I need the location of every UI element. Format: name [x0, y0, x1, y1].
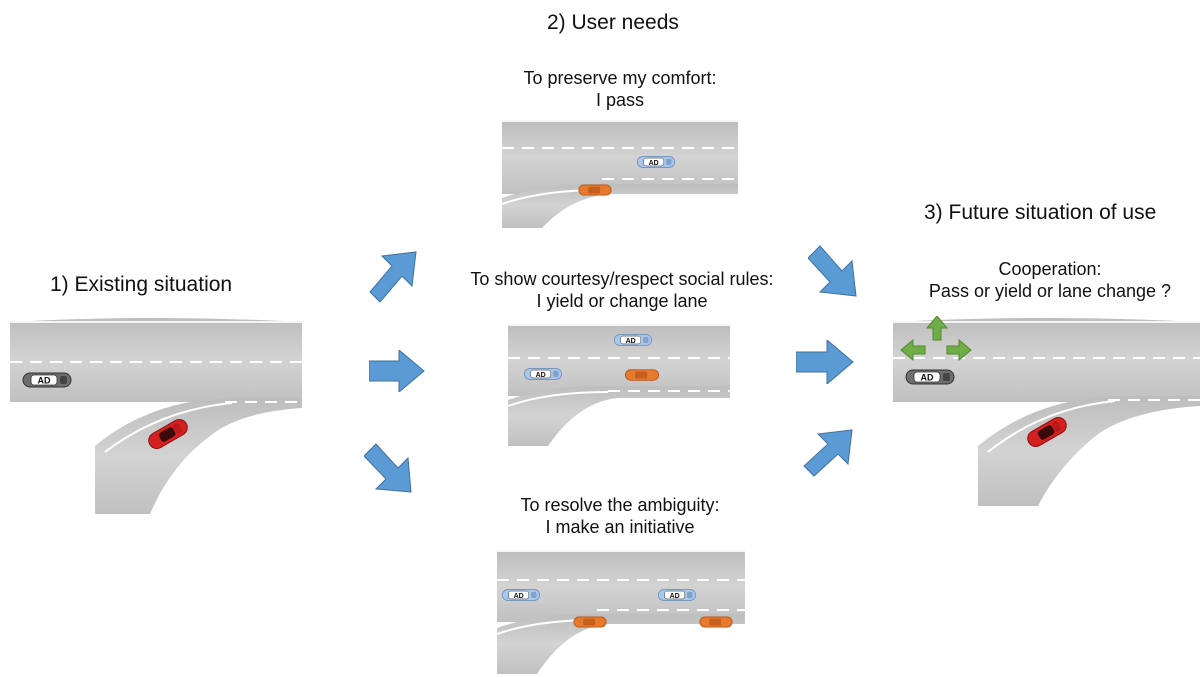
need-courtesy-caption: To show courtesy/respect social rules: I… [436, 268, 808, 312]
existing-situation-title: 1) Existing situation [50, 273, 233, 296]
future-caption-line1: Cooperation: [998, 259, 1102, 279]
left-arrow-icon [900, 338, 926, 362]
ad-vehicle [636, 156, 676, 168]
merge-ramp [508, 386, 730, 446]
up-arrow-icon [925, 316, 949, 341]
need-initiative-caption: To resolve the ambiguity: I make an init… [480, 494, 760, 538]
merging-car-right [699, 616, 733, 628]
main-road [502, 120, 738, 194]
need-comfort-caption: To preserve my comfort: I pass [490, 67, 750, 111]
merging-car [624, 369, 660, 381]
arrow-up-right-icon [369, 251, 417, 303]
future-situation-panel [893, 316, 1200, 506]
future-caption-line2: Pass or yield or lane change ? [928, 281, 1172, 301]
need-comfort-line1: To preserve my comfort: [523, 68, 717, 88]
existing-situation-panel [10, 316, 302, 514]
right-arrow-icon [946, 338, 972, 362]
main-road [497, 550, 745, 622]
arrow-right-icon [796, 340, 854, 384]
need-initiative-line2: I make an initiative [545, 517, 695, 537]
merge-ramp [502, 184, 738, 228]
need-courtesy-line2: I yield or change lane [536, 291, 708, 311]
arrow-down-right-icon [364, 443, 412, 493]
arrow-right-icon [369, 350, 425, 392]
future-caption: Cooperation: Pass or yield or lane chang… [900, 258, 1200, 302]
main-road [893, 318, 1200, 402]
merging-car-left [573, 616, 607, 628]
arrow-down-right-icon [808, 245, 857, 297]
future-situation-title: 3) Future situation of use [924, 201, 1157, 224]
choice-arrows [900, 316, 972, 362]
ad-vehicle [22, 372, 72, 388]
ad-vehicle-changed-lane [613, 334, 653, 346]
merge-ramp [95, 398, 302, 514]
ad-vehicle-left [501, 589, 541, 601]
main-road [10, 318, 302, 402]
need-initiative-line1: To resolve the ambiguity: [520, 495, 720, 515]
ad-vehicle [905, 369, 955, 385]
need-courtesy-line1: To show courtesy/respect social rules: [470, 269, 774, 289]
initiative-panel [497, 548, 745, 674]
merge-ramp [497, 614, 745, 674]
merging-car [578, 184, 612, 196]
arrow-up-right-icon [803, 429, 853, 477]
comfort-panel [502, 118, 738, 228]
merge-ramp [978, 396, 1200, 506]
courtesy-panel [508, 322, 730, 446]
ad-vehicle-yielding [523, 368, 563, 380]
user-needs-title: 2) User needs [547, 11, 679, 34]
need-comfort-line2: I pass [595, 90, 645, 110]
ad-vehicle-right [657, 589, 697, 601]
ramp-edge [104, 402, 233, 453]
